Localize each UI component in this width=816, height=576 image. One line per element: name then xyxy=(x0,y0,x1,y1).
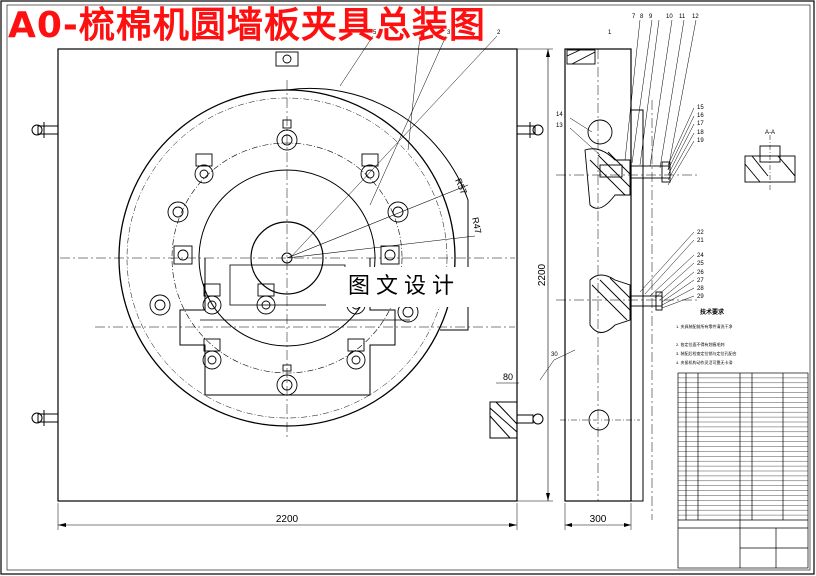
part-number-7: 7 xyxy=(632,14,636,20)
section-label-a-a: A-A xyxy=(765,130,775,136)
dim-label-front-width: 2200 xyxy=(276,514,299,525)
dim-label-clamp-width: 80 xyxy=(503,372,513,382)
side-top-part xyxy=(566,49,596,65)
top-locator-block xyxy=(275,51,299,67)
side-upper-clamp xyxy=(584,119,671,209)
part-number-5: 5 xyxy=(373,30,377,36)
part-number-24: 24 xyxy=(697,253,704,259)
lower-right-clamp xyxy=(489,401,544,439)
wall-plate-outline xyxy=(57,48,518,502)
left-handle-lower xyxy=(31,410,59,426)
part-number-13: 13 xyxy=(556,123,563,129)
part-number-2: 2 xyxy=(497,30,501,36)
part-number-30: 30 xyxy=(551,352,558,358)
dim-label-side-width: 300 xyxy=(590,514,607,525)
dim-label-radius-1: R57 xyxy=(453,177,469,196)
side-leaders-upper xyxy=(569,19,697,186)
side-view xyxy=(556,19,700,530)
part-number-3: 3 xyxy=(447,30,451,36)
part-number-4: 4 xyxy=(421,30,425,36)
watermark-label: 图文设计 xyxy=(326,267,482,307)
front-view xyxy=(31,35,576,530)
tech-requirement-4: 4. 夹紧机构动作灵活可靠无卡滞 xyxy=(676,359,732,365)
part-number-14: 14 xyxy=(556,112,563,118)
part-number-12: 12 xyxy=(692,14,699,20)
drawing-title: A0-梳棉机圆墙板夹具总装图 xyxy=(8,5,486,46)
part-number-27: 27 xyxy=(697,278,704,284)
left-handle-upper xyxy=(31,122,59,138)
part-number-18: 18 xyxy=(697,130,704,136)
part-number-25: 25 xyxy=(697,261,704,267)
side-leaders-lower xyxy=(639,231,695,309)
part-number-19: 19 xyxy=(697,138,704,144)
part-number-9: 9 xyxy=(649,14,653,20)
side-lower-clamp xyxy=(589,274,663,333)
tech-requirements-title: 技术要求 xyxy=(700,308,725,316)
part-number-8: 8 xyxy=(640,14,644,20)
hub-outer xyxy=(250,221,324,295)
tech-requirement-2: 2. 各定位面不得有划痕毛刺 xyxy=(676,341,724,347)
clamp-studs xyxy=(149,119,419,396)
tech-requirement-3: 3. 装配后检查定位销与定位孔配合 xyxy=(676,350,736,356)
inner-border xyxy=(6,4,811,571)
part-number-22: 22 xyxy=(697,230,704,236)
right-handle-upper xyxy=(516,122,544,138)
part-number-26: 26 xyxy=(697,270,704,276)
side-rail xyxy=(630,109,644,502)
part-number-17: 17 xyxy=(697,121,704,127)
dim-label-radius-2: R47 xyxy=(470,216,483,234)
section-a-a xyxy=(744,135,796,190)
part-number-21: 21 xyxy=(697,238,704,244)
radius-line-1 xyxy=(286,184,469,259)
dim-label-front-height: 2200 xyxy=(537,263,548,286)
part-number-28: 28 xyxy=(697,286,704,292)
part-number-11: 11 xyxy=(679,14,686,20)
front-leaders xyxy=(289,35,576,381)
part-number-16: 16 xyxy=(697,113,704,119)
part-number-15: 15 xyxy=(697,105,704,111)
part-number-1: 1 xyxy=(608,30,612,36)
tech-requirement-1: 1. 夹具装配前所有零件清洗干净 xyxy=(676,323,732,329)
part-number-10: 10 xyxy=(666,14,673,20)
part-number-29: 29 xyxy=(697,294,704,300)
parts-list-rows xyxy=(678,377,808,516)
